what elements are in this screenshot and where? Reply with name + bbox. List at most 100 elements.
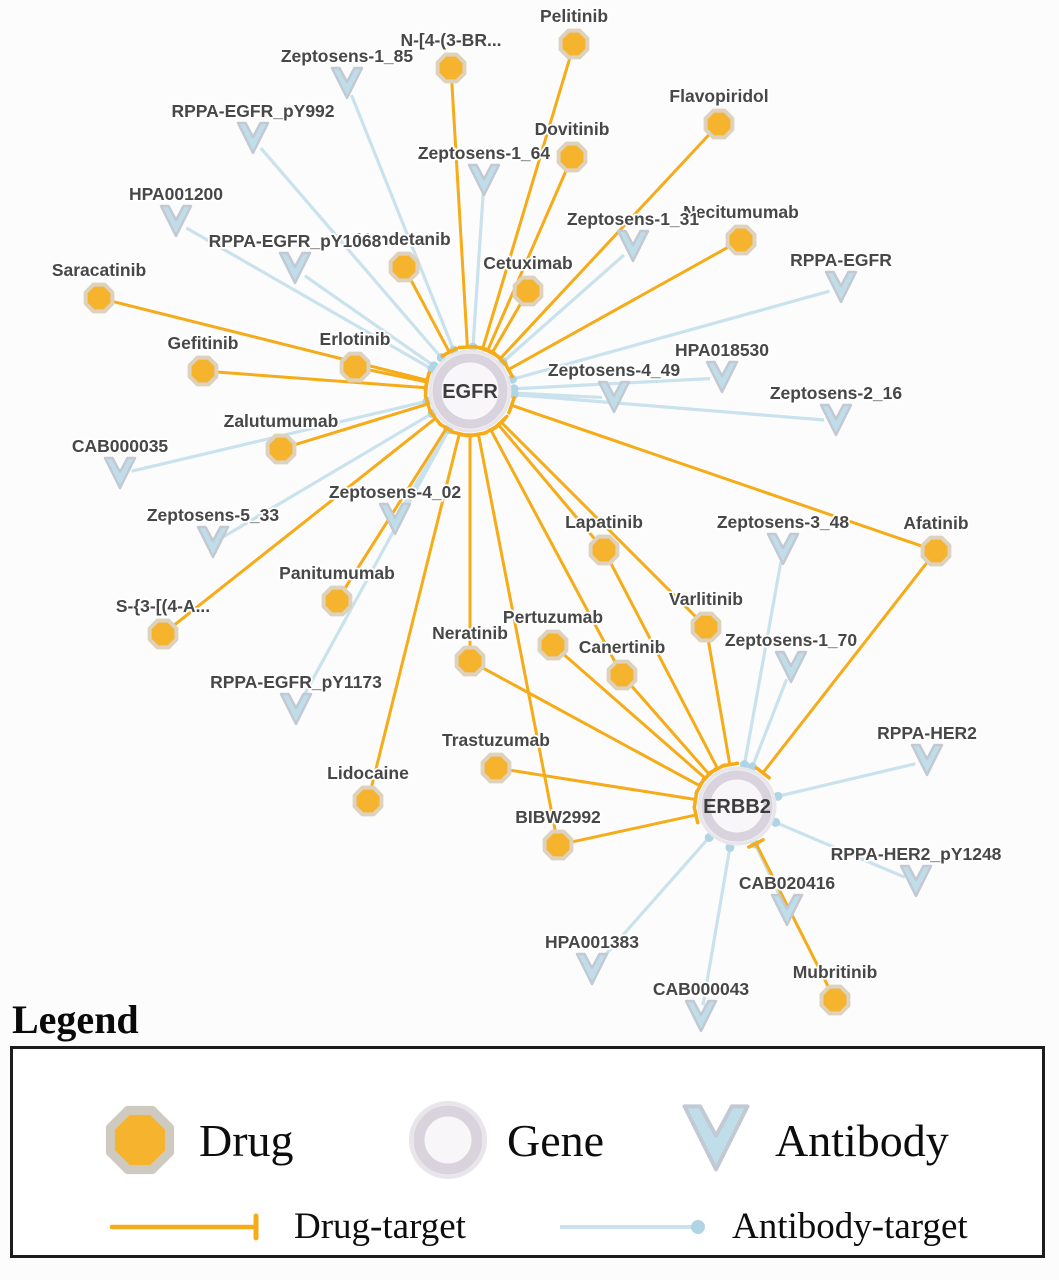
drug-label: Trastuzumab	[442, 730, 550, 750]
inhibition-tee	[692, 805, 700, 825]
drug-target-edge	[706, 638, 732, 765]
drug-target-edge	[507, 768, 696, 801]
inhibition-tee	[507, 395, 516, 415]
inhibition-tee	[468, 430, 488, 438]
antibody-node	[236, 121, 270, 155]
drug-node	[321, 585, 353, 617]
drug-node	[537, 629, 569, 661]
drug-node	[83, 282, 115, 314]
node-layer	[83, 28, 952, 1033]
inhibition-tee	[423, 372, 431, 392]
drug-target-edge	[511, 403, 926, 549]
antibody-target-edge	[775, 820, 906, 879]
antibody-target-edge	[399, 428, 450, 511]
drug-node	[558, 28, 590, 60]
antibody-label: CAB000043	[653, 979, 750, 999]
drug-label: Erlotinib	[320, 329, 391, 349]
drug-target-edge	[761, 559, 930, 774]
drug-target-edge	[561, 651, 707, 780]
legend-title: Legend	[12, 997, 139, 1042]
antibody-label: Zeptosens-4_02	[329, 482, 462, 502]
antibody-target-edge	[777, 762, 916, 798]
inhibition-tee	[720, 761, 740, 768]
antibody-label: Zeptosens-5_33	[147, 505, 280, 525]
drug-node	[556, 141, 588, 173]
antibody-node	[103, 456, 137, 490]
legend-box: Drug Gene Antibody Drug-target	[10, 1046, 1045, 1258]
drug-target-edge	[369, 433, 461, 790]
drug-label: Panitumumab	[279, 563, 395, 583]
antibody-node	[770, 893, 804, 927]
antibody-target-edge	[513, 391, 603, 400]
drug-label: Cetuximab	[483, 253, 572, 273]
gene-node	[701, 770, 773, 842]
drug-node	[606, 659, 638, 691]
drug-target-edge	[292, 402, 429, 447]
drug-target-edge	[500, 421, 699, 620]
drug-node	[690, 611, 722, 643]
drug-target-edge	[450, 79, 469, 348]
label-layer: EGFRERBB2PelitinibN-[4-(3-BR...Dovitinib…	[50, 4, 1003, 1001]
legend-gene-label: Gene	[507, 1114, 605, 1166]
antibody-label: Zeptosens-2_16	[770, 383, 903, 403]
antibody-node	[467, 163, 501, 197]
drug-target-edge	[497, 423, 598, 542]
legend-item-drug-target: Drug-target	[108, 1205, 466, 1248]
drug-label: Pertuzumab	[503, 607, 603, 627]
drug-target-edge	[754, 842, 831, 990]
inhibition-tee	[457, 344, 478, 350]
drug-node	[454, 645, 486, 677]
inhibition-tee	[698, 770, 713, 787]
antibody-node	[824, 270, 858, 304]
drug-target-edge	[489, 429, 618, 666]
antibody-node	[278, 251, 312, 285]
antibody-node	[910, 743, 944, 777]
antibody-target-edge-icon	[560, 1219, 705, 1234]
antibody-node	[196, 525, 230, 559]
drug-label: Varlitinib	[669, 589, 743, 609]
inhibition-tee	[502, 360, 515, 379]
antibody-label: Zeptosens-1_85	[281, 46, 414, 66]
edge-layer	[110, 55, 930, 1006]
antibody-node	[597, 380, 631, 414]
drug-label: Neratinib	[432, 623, 508, 643]
antibody-node	[774, 650, 808, 684]
inhibition-tee	[428, 410, 443, 427]
antibody-node	[616, 229, 650, 263]
antibody-target-edge	[471, 192, 485, 348]
antibody-target-edge	[349, 94, 456, 351]
drug-label: Vandetanib	[357, 229, 450, 249]
legend-item-antibody-target: Antibody-target	[556, 1205, 968, 1248]
gene-label: ERBB2	[703, 796, 771, 818]
inhibition-tee	[483, 347, 501, 359]
antibody-node	[819, 403, 853, 437]
drug-target-edge	[110, 299, 428, 382]
drug-target-edge	[479, 665, 701, 788]
drug-node	[512, 275, 544, 307]
gene-ring-shape	[413, 1105, 483, 1175]
drug-target-edge	[490, 300, 524, 354]
drug-label: Afatinib	[903, 513, 968, 533]
antibody-node	[766, 532, 800, 566]
antibody-target-edge	[501, 253, 626, 364]
drug-target-edge-icon	[109, 1213, 259, 1240]
antibody-label: HPA018530	[675, 340, 769, 360]
drug-target-edge	[628, 683, 711, 776]
drug-target-edge	[171, 417, 437, 628]
antibody-node	[159, 204, 193, 238]
drug-node	[588, 534, 620, 566]
inhibition-tee	[423, 394, 433, 414]
antibody-node	[378, 502, 412, 536]
antibody-node	[330, 66, 364, 100]
drug-node	[388, 251, 420, 283]
antibody-node	[279, 692, 313, 726]
antibody-label: Zeptosens-3_48	[717, 512, 850, 532]
drug-label: N-[4-(3-BR...	[400, 30, 501, 50]
drug-target-edge	[608, 559, 719, 770]
gene-node-icon	[409, 1101, 487, 1179]
gene-label: EGFR	[442, 381, 498, 403]
drug-target-edge	[214, 370, 427, 390]
drug-target-edge	[408, 276, 451, 353]
antibody-label: HPA001383	[545, 932, 639, 952]
drug-target-edge	[507, 244, 732, 371]
